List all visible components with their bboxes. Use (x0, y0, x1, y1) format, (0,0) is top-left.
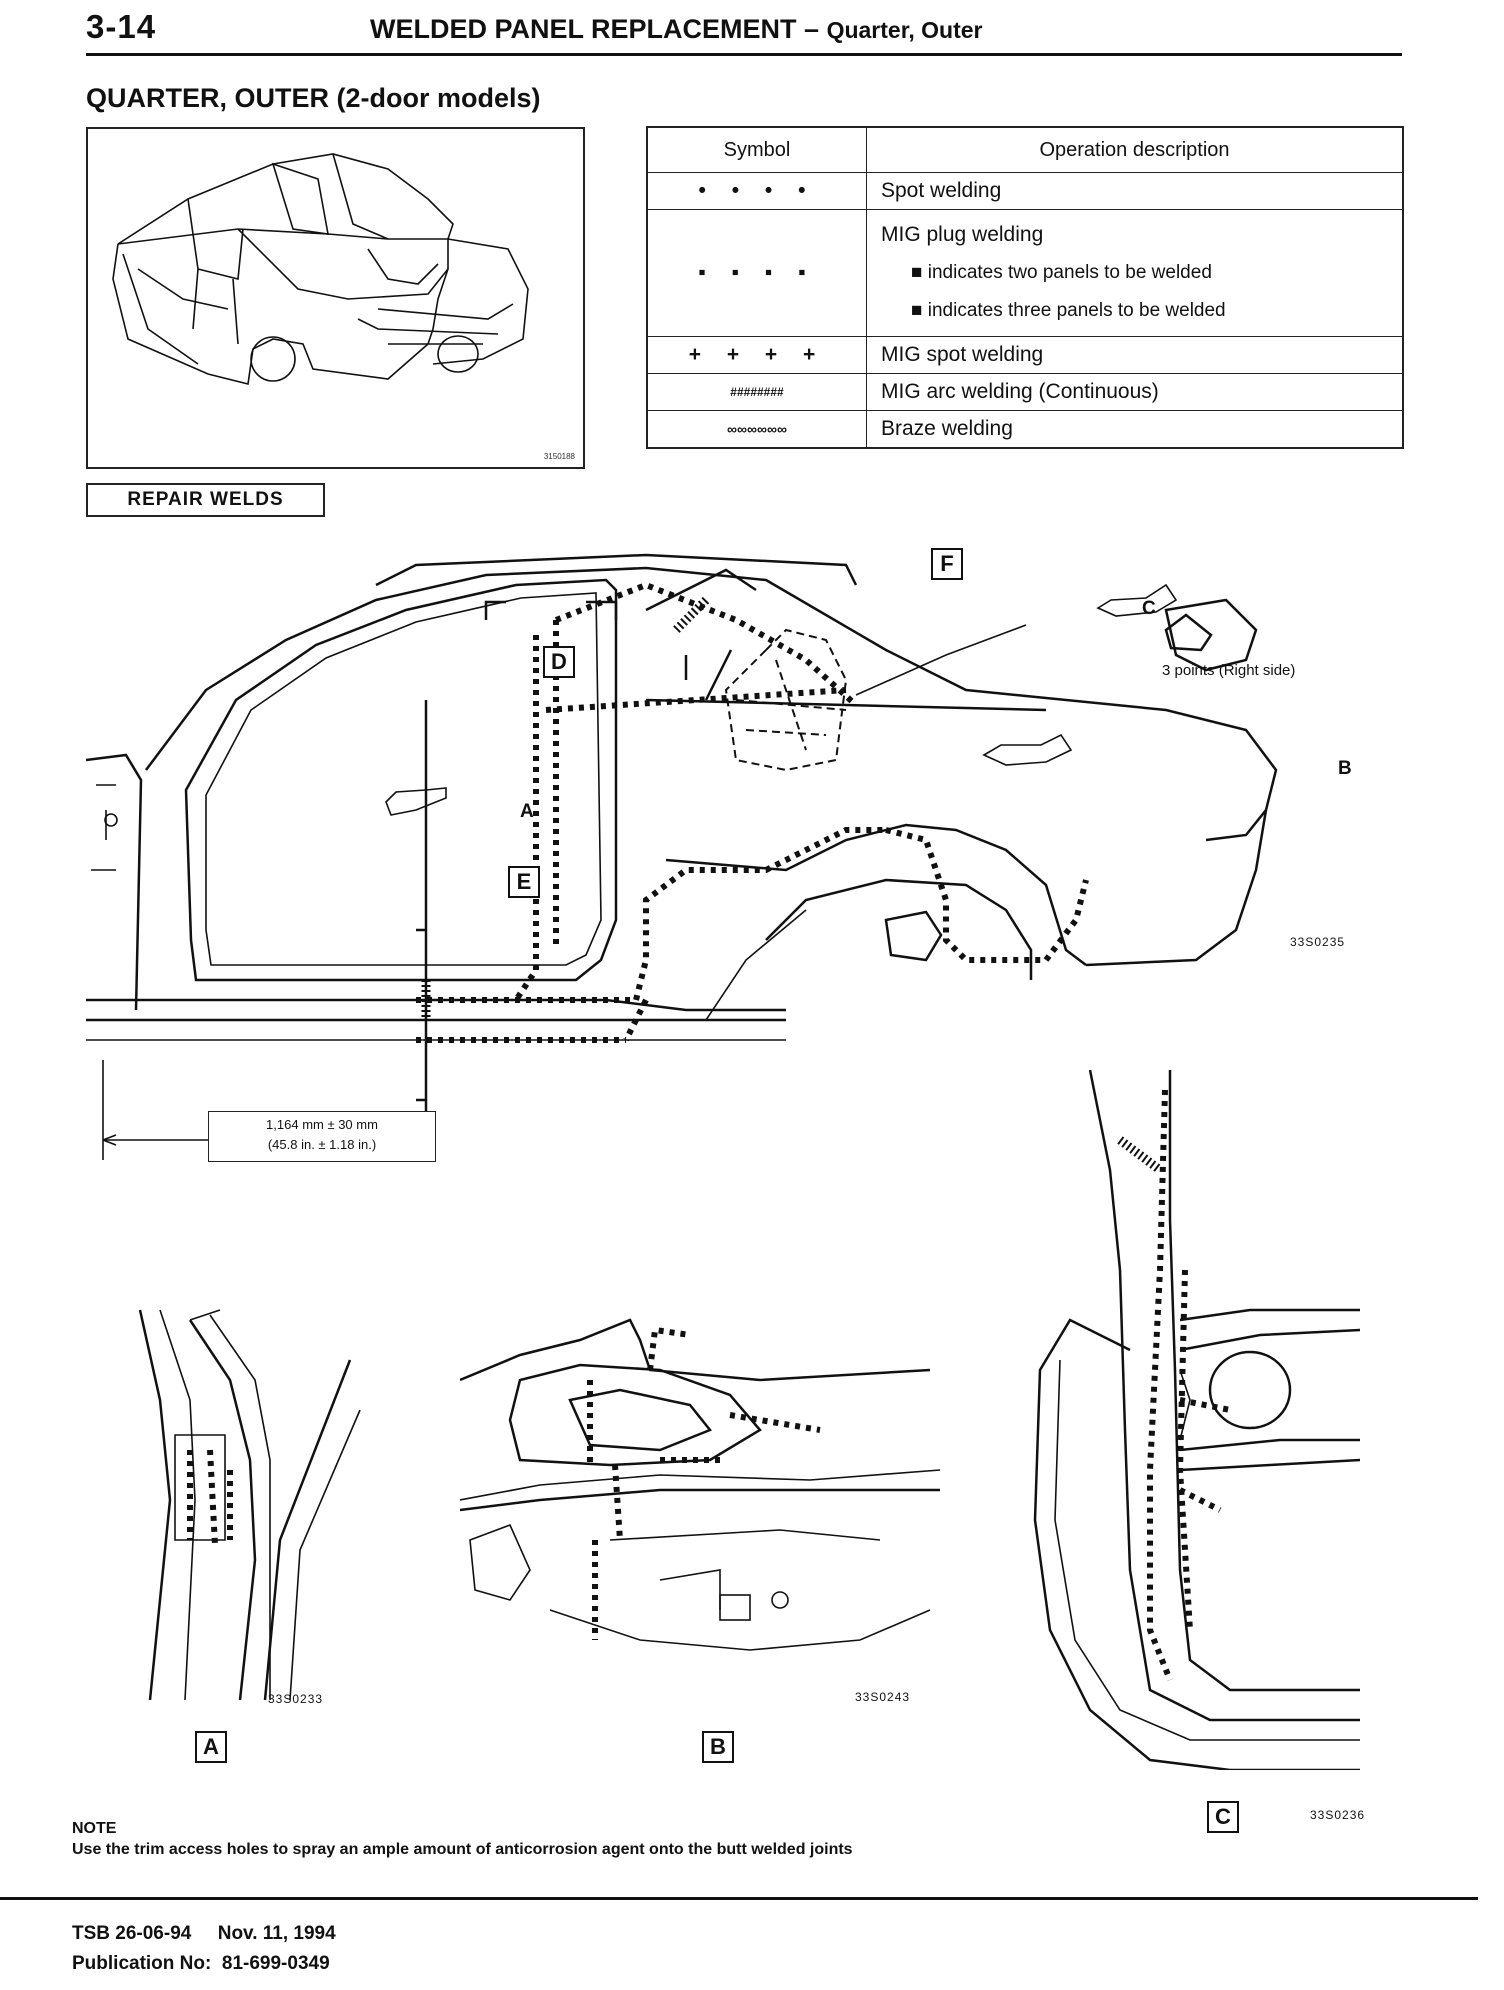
repair-welds-label: REPAIR WELDS (86, 483, 325, 517)
symbol-mig-spot-welding: + + + + (646, 336, 867, 374)
dimension-metric: 1,164 mm ± 30 mm (266, 1117, 378, 1132)
legend-row: ∞∞∞∞∞∞ Braze welding (646, 410, 1404, 449)
legend-row: • • • • Spot welding (646, 172, 1404, 210)
car-body-drawing (112, 153, 529, 385)
symbol-spot-welding: • • • • (646, 172, 867, 210)
dimension-label: 1,164 mm ± 30 mm (45.8 in. ± 1.18 in.) (208, 1111, 436, 1162)
section-title: QUARTER, OUTER (2-door models) (86, 83, 541, 113)
legend-col-description: Operation description (866, 126, 1404, 173)
weld-symbol-legend: Symbol Operation description • • • • Spo… (646, 126, 1404, 449)
mig-plug-three-panels: ■ indicates three panels to be welded (911, 300, 1226, 321)
footer-tsb: TSB 26-06-94 Nov. 11, 1994 (72, 1923, 336, 1944)
legend-col-symbol: Symbol (646, 126, 867, 173)
legend-row: + + + + MIG spot welding (646, 336, 1404, 374)
mig-plug-label: MIG plug welding (881, 223, 1044, 246)
mig-plug-two-panels: ■ indicates two panels to be welded (911, 262, 1212, 283)
label-e: E (508, 866, 540, 898)
page-number: 3-14 (86, 8, 157, 45)
legend-header-row: Symbol Operation description (646, 126, 1404, 173)
main-diagram-code: 33S0235 (1290, 935, 1346, 949)
header-rule (86, 53, 1402, 56)
note-heading: NOTE (72, 1820, 117, 1837)
arrow-label-a: A (520, 801, 534, 822)
footer-rule (0, 1897, 1478, 1900)
detail-b-label: B (702, 1731, 734, 1763)
arrow-label-c: C (1142, 598, 1156, 619)
symbol-braze-welding: ∞∞∞∞∞∞ (646, 410, 867, 449)
detail-b-drawing (460, 1318, 940, 1651)
detail-a-code: 33S0233 (268, 1692, 324, 1706)
callout-three-points: 3 points (Right side) (1162, 662, 1296, 679)
desc-spot-welding: Spot welding (866, 172, 1404, 210)
arrow-label-b: B (1338, 758, 1352, 779)
dimension-imperial: (45.8 in. ± 1.18 in.) (267, 1137, 377, 1152)
page-title: WELDED PANEL REPLACEMENT – Quarter, Oute… (370, 14, 983, 45)
vehicle-location-illustration: 3150188 (86, 127, 585, 469)
symbol-mig-arc-welding: ######## (646, 373, 867, 411)
label-d: D (543, 646, 575, 678)
symbol-mig-plug-welding: ▪ ▪ ▪ ▪ (646, 209, 867, 337)
detail-c-label: C (1207, 1801, 1239, 1833)
legend-row: ######## MIG arc welding (Continuous) (646, 373, 1404, 411)
detail-a-label: A (195, 1731, 227, 1763)
desc-mig-plug-welding: MIG plug welding ■ indicates two panels … (866, 209, 1404, 337)
desc-mig-arc-welding: MIG arc welding (Continuous) (866, 373, 1404, 411)
quarter-panel-side-view (86, 553, 1278, 1160)
page-title-main: WELDED PANEL REPLACEMENT – (370, 14, 820, 44)
illustration-code: 3150188 (543, 452, 575, 461)
desc-braze-welding: Braze welding (866, 410, 1404, 449)
detail-a-drawing (138, 1309, 361, 1700)
detail-c-drawing (1033, 1070, 1360, 1770)
note-text: Use the trim access holes to spray an am… (72, 1841, 853, 1858)
desc-mig-spot-welding: MIG spot welding (866, 336, 1404, 374)
label-f: F (931, 548, 963, 580)
detail-b-code: 33S0243 (855, 1690, 911, 1704)
page-title-sub: Quarter, Outer (826, 17, 983, 43)
legend-row: ▪ ▪ ▪ ▪ MIG plug welding ■ indicates two… (646, 209, 1404, 337)
footer-publication: Publication No: 81-699-0349 (72, 1953, 330, 1974)
detail-c-code: 33S0236 (1310, 1808, 1366, 1822)
